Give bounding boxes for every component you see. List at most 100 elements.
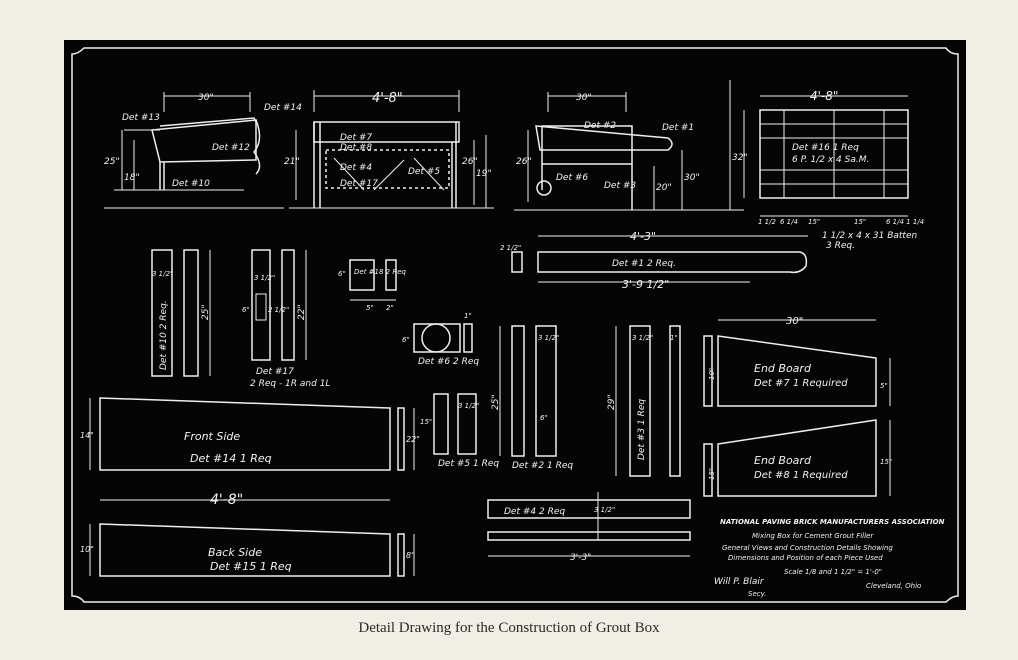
handle-height-dim: 2 1/2"	[500, 244, 521, 252]
plan-spacing-1: 1 1/2	[758, 218, 776, 226]
det2-dim-1: 25"	[491, 394, 501, 410]
plan-spacing-2: 6 1/4	[780, 218, 798, 226]
front-side-title: Front Side	[184, 430, 240, 443]
det17-part-req: 2 Req - 1R and 1L	[250, 379, 330, 389]
title-block-line1: Mixing Box for Cement Grout Filler	[752, 532, 874, 540]
handle-overall-dim: 4'-3"	[630, 230, 656, 243]
end-board-1-dim-right: 5"	[880, 382, 888, 390]
title-block-line2: General Views and Construction Details S…	[722, 544, 893, 552]
det7-label: Det #7	[340, 133, 372, 143]
center-length-dim: 4'-8"	[372, 91, 403, 106]
det2-part	[499, 325, 557, 457]
det2-dim-2: 3 1/2"	[538, 334, 559, 342]
det3-part-label: Det #3 1 Req	[637, 399, 647, 460]
right-elevation	[514, 80, 744, 211]
front-side-right-dim: 22"	[406, 435, 420, 444]
det12-label: Det #12	[212, 143, 250, 153]
batten-req: 3 Req.	[826, 241, 855, 251]
det17-dim-4: 22"	[297, 304, 307, 320]
plan-spacing-3: 15"	[808, 218, 820, 226]
end-board-1-title: End Board	[754, 362, 812, 375]
sheet-border	[71, 47, 959, 603]
det10-label: Det #10	[172, 179, 210, 189]
title-block-signature-title: Secy.	[748, 590, 766, 598]
det14-label: Det #14	[264, 103, 302, 113]
det8-label: Det #8	[340, 143, 372, 153]
right-height-dim: 26"	[516, 157, 532, 167]
det3-part	[615, 325, 681, 477]
det5-dim-2: 3 1/2"	[458, 402, 479, 410]
back-side-board	[89, 523, 415, 577]
det4-width-dim: 3 1/2"	[594, 506, 615, 514]
plan-view	[743, 95, 909, 217]
plan-height-dim: 32"	[732, 153, 748, 163]
end-board-1-dim-left: 10"	[708, 368, 716, 380]
det17-elev-label: Det #17	[340, 179, 378, 189]
plan-spacing-5: 6 1/4 1 1/4	[886, 218, 924, 226]
det1-elev-label: Det #1	[662, 123, 694, 133]
center-height-left-dim: 21"	[284, 157, 300, 167]
det18-dim-3: 2"	[386, 304, 394, 312]
det17-dim-3: 2 1/2"	[268, 306, 289, 314]
blueprint-drawing: 30" 25" 18" Det #13 Det #14 Det #10 Det …	[71, 47, 959, 603]
front-side-height: 14"	[80, 431, 94, 440]
det17-part	[251, 249, 307, 361]
det17-dim-1: 3 1/2"	[254, 274, 275, 282]
handle-inner-dim: 3'-9 1/2"	[622, 278, 669, 291]
title-block-line3: Dimensions and Position of each Piece Us…	[728, 554, 883, 562]
title-block-org: NATIONAL PAVING BRICK MANUFACTURERS ASSO…	[720, 518, 945, 526]
det13-label: Det #13	[122, 113, 160, 123]
blueprint-sheet: 30" 25" 18" Det #13 Det #14 Det #10 Det …	[64, 40, 966, 610]
det5-dim-1: 15"	[420, 418, 432, 426]
det4-length-dim: 3'-3"	[570, 553, 591, 563]
front-side-board	[89, 397, 415, 501]
right-width-dim: 30"	[576, 93, 592, 103]
end-board-width-dim: 30"	[786, 316, 803, 327]
right-height-outer-dim: 30"	[684, 173, 700, 183]
det6-dim-2: 1"	[464, 312, 472, 320]
handle-part	[511, 235, 808, 283]
det18-dim-2: 5"	[366, 304, 374, 312]
figure-caption: Detail Drawing for the Construction of G…	[358, 620, 660, 636]
det4-part-label: Det #4 2 Req	[504, 507, 565, 517]
back-side-title: Back Side	[208, 546, 262, 559]
end-board-2-det: Det #8 1 Required	[754, 470, 848, 481]
front-side-det: Det #14 1 Req	[190, 452, 272, 465]
det2-elev-label: Det #2	[584, 121, 616, 131]
det17-part-label: Det #17	[256, 367, 294, 377]
det2-part-label: Det #2 1 Req	[512, 461, 573, 471]
det6-part-label: Det #6 2 Req	[418, 357, 479, 367]
left-height-dim: 25"	[104, 157, 120, 167]
det2-dim-3: 6"	[540, 414, 548, 422]
det18-part-label: Det #18 2 Req	[354, 268, 407, 276]
batten-note: 1 1/2 x 4 x 31 Batten	[822, 231, 917, 241]
back-side-det: Det #15 1 Req	[210, 560, 292, 573]
det6-elev-label: Det #6	[556, 173, 588, 183]
end-boards	[703, 319, 891, 497]
end-board-2-dim-right: 15"	[880, 458, 892, 466]
title-block-city: Cleveland, Ohio	[866, 582, 921, 590]
det18-dim-1: 6"	[338, 270, 346, 278]
det3-dim-3: 1"	[670, 334, 678, 342]
det10-part-width: 3 1/2"	[152, 270, 173, 278]
det3-dim-2: 3 1/2"	[632, 334, 653, 342]
det10-part	[151, 249, 211, 377]
plan-label2: 6 P. 1/2 x 4 Sa.M.	[792, 155, 869, 165]
det10-part-dim: 25"	[201, 304, 211, 320]
left-elevation	[104, 92, 284, 209]
right-height-low-dim: 20"	[656, 183, 672, 193]
det5-elev-label: Det #5	[408, 167, 440, 177]
left-width-dim: 30"	[198, 93, 214, 103]
title-block-scale: Scale 1/8 and 1 1/2" = 1'-0"	[784, 568, 882, 576]
plan-spacing-4: 15"	[854, 218, 866, 226]
det3-elev-label: Det #3	[604, 181, 636, 191]
det10-part-label: Det #10 2 Req.	[159, 300, 169, 370]
back-side-height: 10"	[80, 545, 94, 554]
end-board-2-title: End Board	[754, 454, 812, 467]
det6-part	[413, 323, 473, 353]
det6-dim-1: 6"	[402, 336, 410, 344]
center-height-right-dim: 26"	[462, 157, 478, 167]
center-height-far-dim: 19"	[476, 169, 492, 179]
end-board-2-dim-left: 15"	[708, 468, 716, 480]
title-block-signature: Will P. Blair	[714, 577, 765, 587]
